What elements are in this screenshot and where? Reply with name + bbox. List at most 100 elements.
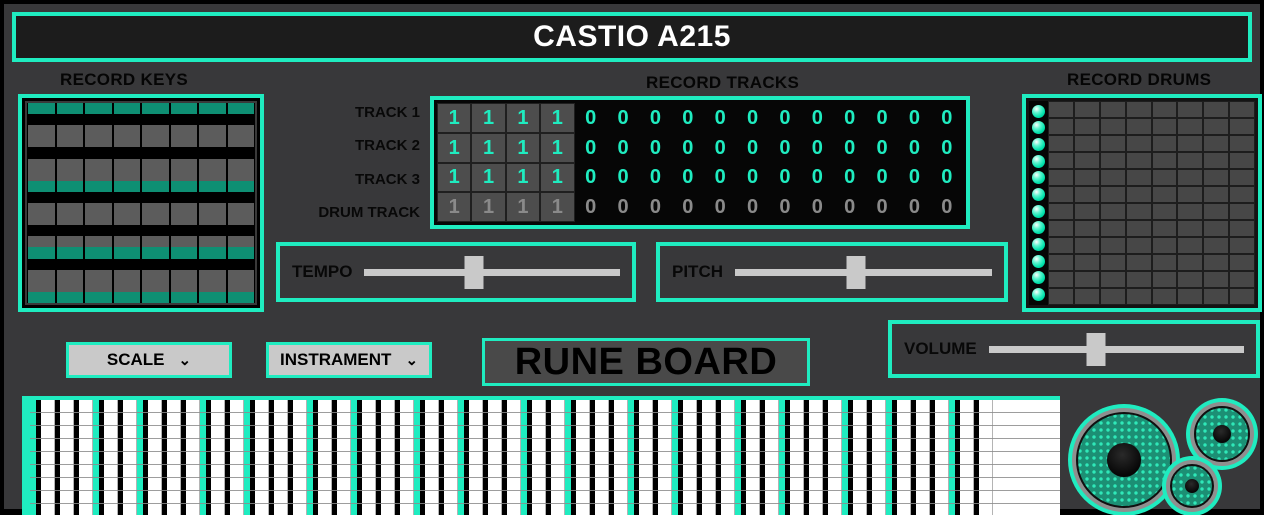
piano-key-white[interactable]	[444, 400, 458, 515]
record-key-cell[interactable]	[28, 269, 55, 281]
piano-key-white[interactable]	[916, 400, 930, 515]
volume-slider-panel[interactable]: VOLUME	[888, 320, 1260, 378]
record-keys-row[interactable]	[27, 147, 255, 159]
drum-grid-cell[interactable]	[1099, 203, 1126, 220]
record-key-cell[interactable]	[28, 291, 55, 303]
drum-grid-cell[interactable]	[1229, 254, 1255, 271]
record-key-cell[interactable]	[56, 158, 83, 170]
pitch-slider-thumb[interactable]	[846, 255, 866, 289]
record-key-cell[interactable]	[56, 169, 83, 181]
piano-keys[interactable]	[30, 400, 1060, 515]
drum-grid-cell[interactable]	[1125, 152, 1152, 169]
drum-grid-cell[interactable]	[1203, 203, 1230, 220]
piano-key-white[interactable]	[576, 400, 590, 515]
track-step-cell[interactable]: 0	[930, 192, 963, 222]
drum-grid-cell[interactable]	[1125, 169, 1152, 186]
record-keys-row[interactable]	[27, 258, 255, 270]
drum-grid-cell[interactable]	[1073, 186, 1100, 203]
record-key-cell[interactable]	[28, 202, 55, 215]
record-key-cell[interactable]	[113, 103, 140, 115]
drum-grid-cell[interactable]	[1177, 237, 1204, 254]
record-key-cell[interactable]	[56, 291, 83, 303]
track-step-cell[interactable]: 0	[736, 132, 769, 163]
piano-key-white[interactable]	[186, 400, 200, 515]
record-key-cell[interactable]	[170, 214, 197, 226]
record-key-cell[interactable]	[170, 202, 197, 215]
drum-grid-row[interactable]	[1048, 237, 1255, 254]
record-keys-row[interactable]	[27, 114, 255, 126]
record-key-cell[interactable]	[199, 114, 226, 126]
record-key-cell[interactable]	[170, 258, 197, 270]
record-key-cell[interactable]	[56, 202, 83, 215]
drum-grid-cell[interactable]	[1151, 203, 1178, 220]
drum-grid-cell[interactable]	[1151, 186, 1178, 203]
record-key-cell[interactable]	[199, 158, 226, 170]
track-step-cell[interactable]: 1	[540, 132, 575, 163]
record-key-cell[interactable]	[142, 225, 169, 237]
record-key-cell[interactable]	[142, 125, 169, 137]
record-key-cell[interactable]	[113, 269, 140, 281]
track-step-cell[interactable]: 0	[704, 192, 737, 222]
record-key-cell[interactable]	[28, 125, 55, 137]
record-key-cell[interactable]	[199, 225, 226, 237]
record-key-cell[interactable]	[170, 269, 197, 281]
record-key-cell[interactable]	[142, 169, 169, 181]
record-key-cell[interactable]	[28, 280, 55, 292]
track-step-cell[interactable]: 0	[574, 132, 607, 163]
record-key-cell[interactable]	[85, 147, 112, 159]
drum-grid-cell[interactable]	[1151, 288, 1178, 305]
drum-grid-cell[interactable]	[1099, 254, 1126, 271]
piano-key-white[interactable]	[872, 400, 886, 515]
drum-grid-cell[interactable]	[1073, 220, 1100, 237]
record-key-cell[interactable]	[199, 103, 226, 115]
drum-grid-cell[interactable]	[1151, 254, 1178, 271]
record-key-cell[interactable]	[199, 291, 226, 303]
piano-key-white[interactable]	[765, 400, 779, 515]
record-keys-row[interactable]	[27, 280, 255, 292]
record-key-cell[interactable]	[56, 180, 83, 192]
record-key-cell[interactable]	[170, 236, 197, 248]
record-key-cell[interactable]	[227, 258, 254, 270]
record-key-cell[interactable]	[56, 114, 83, 126]
record-key-cell[interactable]	[227, 191, 254, 203]
drum-led-icon[interactable]	[1032, 288, 1045, 302]
drum-grid-cell[interactable]	[1177, 135, 1204, 152]
drum-grid-cell[interactable]	[1125, 101, 1152, 118]
track-step-cell[interactable]: 1	[471, 192, 506, 222]
track-step-cell[interactable]: 0	[671, 192, 704, 222]
record-keys-panel[interactable]	[18, 94, 264, 312]
drum-grid-cell[interactable]	[1073, 118, 1100, 135]
record-key-cell[interactable]	[142, 202, 169, 215]
piano-key-white[interactable]	[935, 400, 949, 515]
record-key-cell[interactable]	[170, 114, 197, 126]
track-step-cell[interactable]: 1	[471, 162, 506, 193]
drum-led-icon[interactable]	[1032, 271, 1045, 285]
record-drums-panel[interactable]	[1022, 94, 1262, 312]
record-keys-row[interactable]	[27, 169, 255, 181]
drum-grid-cell[interactable]	[1099, 186, 1126, 203]
drum-grid-cell[interactable]	[1229, 152, 1255, 169]
record-key-cell[interactable]	[199, 169, 226, 181]
drum-grid-cell[interactable]	[1203, 169, 1230, 186]
drum-led-icon[interactable]	[1032, 154, 1045, 168]
track-step-cell[interactable]: 1	[471, 103, 506, 133]
piano-key-white[interactable]	[255, 400, 269, 515]
track-step-cell[interactable]: 0	[801, 192, 834, 222]
track-step-cell[interactable]: 0	[768, 192, 802, 222]
piano-key-white[interactable]	[658, 400, 672, 515]
piano-key-white[interactable]	[488, 400, 502, 515]
track-step-cell[interactable]: 0	[639, 132, 672, 163]
volume-slider-thumb[interactable]	[1086, 332, 1106, 366]
tempo-slider-track[interactable]	[364, 255, 620, 289]
drum-grid-cell[interactable]	[1177, 118, 1204, 135]
drum-led-icon[interactable]	[1032, 104, 1045, 118]
drum-grid-row[interactable]	[1048, 288, 1255, 305]
drum-grid-cell[interactable]	[1048, 169, 1074, 186]
record-key-cell[interactable]	[227, 180, 254, 192]
track-step-cell[interactable]: 0	[671, 132, 704, 163]
drum-grid-cell[interactable]	[1151, 169, 1178, 186]
record-key-cell[interactable]	[28, 247, 55, 259]
drum-grid-cell[interactable]	[1125, 135, 1152, 152]
